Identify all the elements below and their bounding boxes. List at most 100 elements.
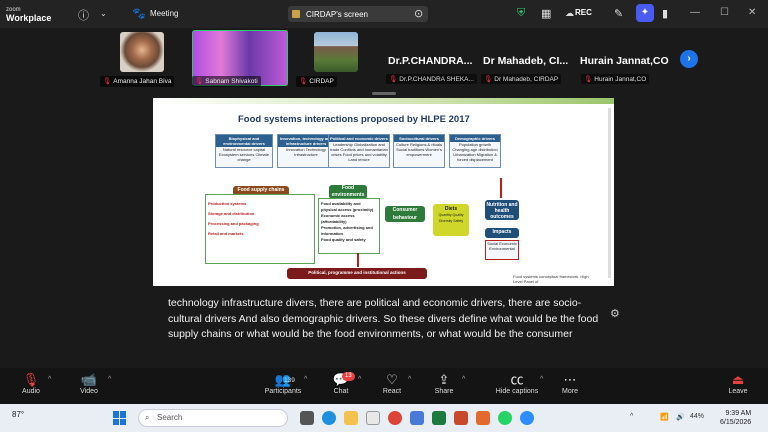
search-box[interactable]: ⌕ Search bbox=[138, 409, 288, 427]
zoom-taskbar-icon[interactable] bbox=[520, 411, 534, 425]
share-options-caret[interactable]: ^ bbox=[462, 376, 466, 383]
more-button[interactable]: ⋯ More bbox=[556, 371, 584, 395]
video-button[interactable]: 📹 Video bbox=[74, 371, 104, 395]
brave-icon[interactable] bbox=[476, 411, 490, 425]
minimize-icon[interactable]: — bbox=[690, 7, 700, 18]
system-clock[interactable]: 9:39 AM 6/15/2026 bbox=[720, 409, 751, 427]
battery-indicator[interactable]: 44% bbox=[690, 413, 705, 420]
participant-tile-active[interactable]: 🎙Sabnam Shivakoti bbox=[190, 30, 288, 87]
task-view-icon[interactable] bbox=[300, 411, 314, 425]
close-icon[interactable]: ✕ bbox=[748, 7, 757, 18]
driver-heading: Sociocultural drivers bbox=[394, 135, 444, 142]
participant-strip: 🎙Amanna Jahan Biva 🎙Sabnam Shivakoti 🎙CI… bbox=[0, 28, 768, 90]
audio-options-caret[interactable]: ^ bbox=[48, 376, 52, 383]
video-options-caret[interactable]: ^ bbox=[108, 376, 112, 383]
gear-icon[interactable]: ⚙ bbox=[610, 308, 620, 320]
powerpoint-icon[interactable] bbox=[454, 411, 468, 425]
food-env-item: Food availability and physical access (p… bbox=[321, 201, 374, 212]
maximize-icon[interactable]: ☐ bbox=[720, 7, 729, 18]
driver-body: Leadership Globalization and trade Confl… bbox=[330, 142, 388, 162]
info-icon[interactable]: ⓘ bbox=[78, 10, 89, 22]
tray-chevron-icon[interactable]: ^ bbox=[630, 413, 634, 420]
mic-muted-icon: 🎙 bbox=[195, 78, 204, 85]
title-bar: zoom Workplace ⓘ ⌄ 🐾 Meeting CIRDAP's sc… bbox=[0, 0, 768, 28]
slide-scrollbar bbox=[608, 108, 611, 278]
impacts-pill: Impacts bbox=[485, 228, 519, 238]
screen-share-label[interactable]: CIRDAP's screen bbox=[288, 6, 428, 22]
participant-name-tag: 🎙CIRDAP bbox=[296, 76, 337, 87]
live-caption-text: technology infrastructure divers, there … bbox=[168, 297, 599, 340]
chat-badge: 13 bbox=[342, 372, 355, 381]
participant-name-tag: 🎙Amanna Jahan Biva bbox=[100, 76, 175, 87]
participant-display-name[interactable]: Dr.P.CHANDRA... bbox=[388, 55, 473, 67]
screen-share-text: CIRDAP's screen bbox=[306, 9, 368, 19]
audio-button[interactable]: 🎙 Audio bbox=[18, 371, 44, 395]
participant-tile[interactable]: 🎙CIRDAP bbox=[296, 32, 382, 87]
file-explorer-icon[interactable] bbox=[344, 411, 358, 425]
word-icon[interactable] bbox=[410, 411, 424, 425]
food-env-item: Promotion, advertising and information bbox=[321, 225, 373, 236]
captions-options-caret[interactable]: ^ bbox=[540, 376, 544, 383]
windows-start-icon[interactable] bbox=[113, 411, 127, 425]
react-button[interactable]: ♡ React bbox=[378, 371, 406, 395]
participant-count: 139 bbox=[284, 377, 295, 384]
participant-tile[interactable]: 🎙Amanna Jahan Biva bbox=[100, 32, 186, 87]
whatsapp-icon[interactable] bbox=[498, 411, 512, 425]
participants-options-caret[interactable]: ^ bbox=[304, 376, 308, 383]
chevron-down-icon[interactable]: ⌄ bbox=[100, 9, 107, 18]
slide-header-band bbox=[153, 98, 614, 104]
next-page-button[interactable]: › bbox=[680, 50, 698, 68]
speaker-icon[interactable]: 🔊 bbox=[676, 414, 685, 421]
diets-title: Diets bbox=[444, 206, 458, 212]
driver-body: Innovation Technology Infrastructure bbox=[286, 147, 326, 157]
rec-label[interactable]: REC bbox=[575, 8, 592, 17]
supply-chain-box: Production systems Storage and distribut… bbox=[205, 194, 315, 264]
resize-handle[interactable] bbox=[372, 92, 396, 95]
participant-video bbox=[120, 32, 164, 72]
political-actions-bar: Political, programme and institutional a… bbox=[287, 268, 427, 279]
slide-title: Food systems interactions proposed by HL… bbox=[238, 114, 470, 125]
mic-muted-icon: 🎙 bbox=[103, 78, 112, 85]
wifi-icon[interactable]: 📶 bbox=[660, 414, 669, 421]
arrow-line bbox=[500, 178, 502, 198]
leave-icon: ⏏ bbox=[731, 372, 745, 387]
brand-line1: zoom bbox=[6, 7, 21, 13]
driver-heading: Biophysical and environmental drivers bbox=[216, 135, 272, 147]
arrow-line bbox=[357, 253, 359, 267]
participant-display-name[interactable]: Hurain Jannat,CO bbox=[580, 55, 669, 67]
video-off-icon: 📹 bbox=[80, 372, 98, 387]
react-options-caret[interactable]: ^ bbox=[408, 376, 412, 383]
food-env-item: Economic access (affordability) bbox=[321, 213, 355, 224]
share-button[interactable]: ⇪ Share bbox=[430, 371, 458, 395]
participant-display-name[interactable]: Dr Mahadeb, CI... bbox=[483, 55, 569, 67]
leave-button[interactable]: ⏏ Leave bbox=[724, 371, 752, 395]
participant-name: Dr Mahadeb, CIRDAP bbox=[494, 76, 559, 83]
shield-icon[interactable]: ⛨ bbox=[517, 7, 526, 19]
driver-body: Culture Religions & rituals Social tradi… bbox=[395, 142, 443, 157]
pencil-icon[interactable]: ✎ bbox=[614, 8, 624, 20]
chrome-icon[interactable] bbox=[388, 411, 402, 425]
react-label: React bbox=[382, 388, 402, 395]
participants-label: Participants bbox=[264, 388, 302, 395]
excel-icon[interactable] bbox=[432, 411, 446, 425]
ai-companion-icon[interactable]: ✦ bbox=[636, 4, 654, 22]
search-placeholder: Search bbox=[157, 413, 183, 422]
grid-view-icon[interactable]: ▦ bbox=[541, 8, 552, 20]
weather-widget[interactable]: 87° bbox=[12, 410, 25, 419]
more-options-icon[interactable]: ⊙ bbox=[414, 8, 424, 20]
meeting-label[interactable]: Meeting bbox=[150, 9, 179, 18]
store-icon[interactable] bbox=[366, 411, 380, 425]
sidebar-icon[interactable]: ▮ bbox=[662, 8, 669, 20]
share-screen-icon: ⇪ bbox=[438, 372, 450, 387]
edge-icon[interactable] bbox=[322, 411, 336, 425]
food-environments-pill: Food environments bbox=[329, 185, 367, 199]
supply-item: Production systems bbox=[208, 201, 247, 206]
chat-options-caret[interactable]: ^ bbox=[358, 376, 362, 383]
paw-icon[interactable]: 🐾 bbox=[132, 8, 146, 20]
participants-button[interactable]: 👥 Participants bbox=[256, 371, 310, 395]
participant-name: Hurain Jannat,CO bbox=[594, 76, 647, 83]
captions-button[interactable]: ㏄ Hide captions bbox=[492, 371, 542, 395]
